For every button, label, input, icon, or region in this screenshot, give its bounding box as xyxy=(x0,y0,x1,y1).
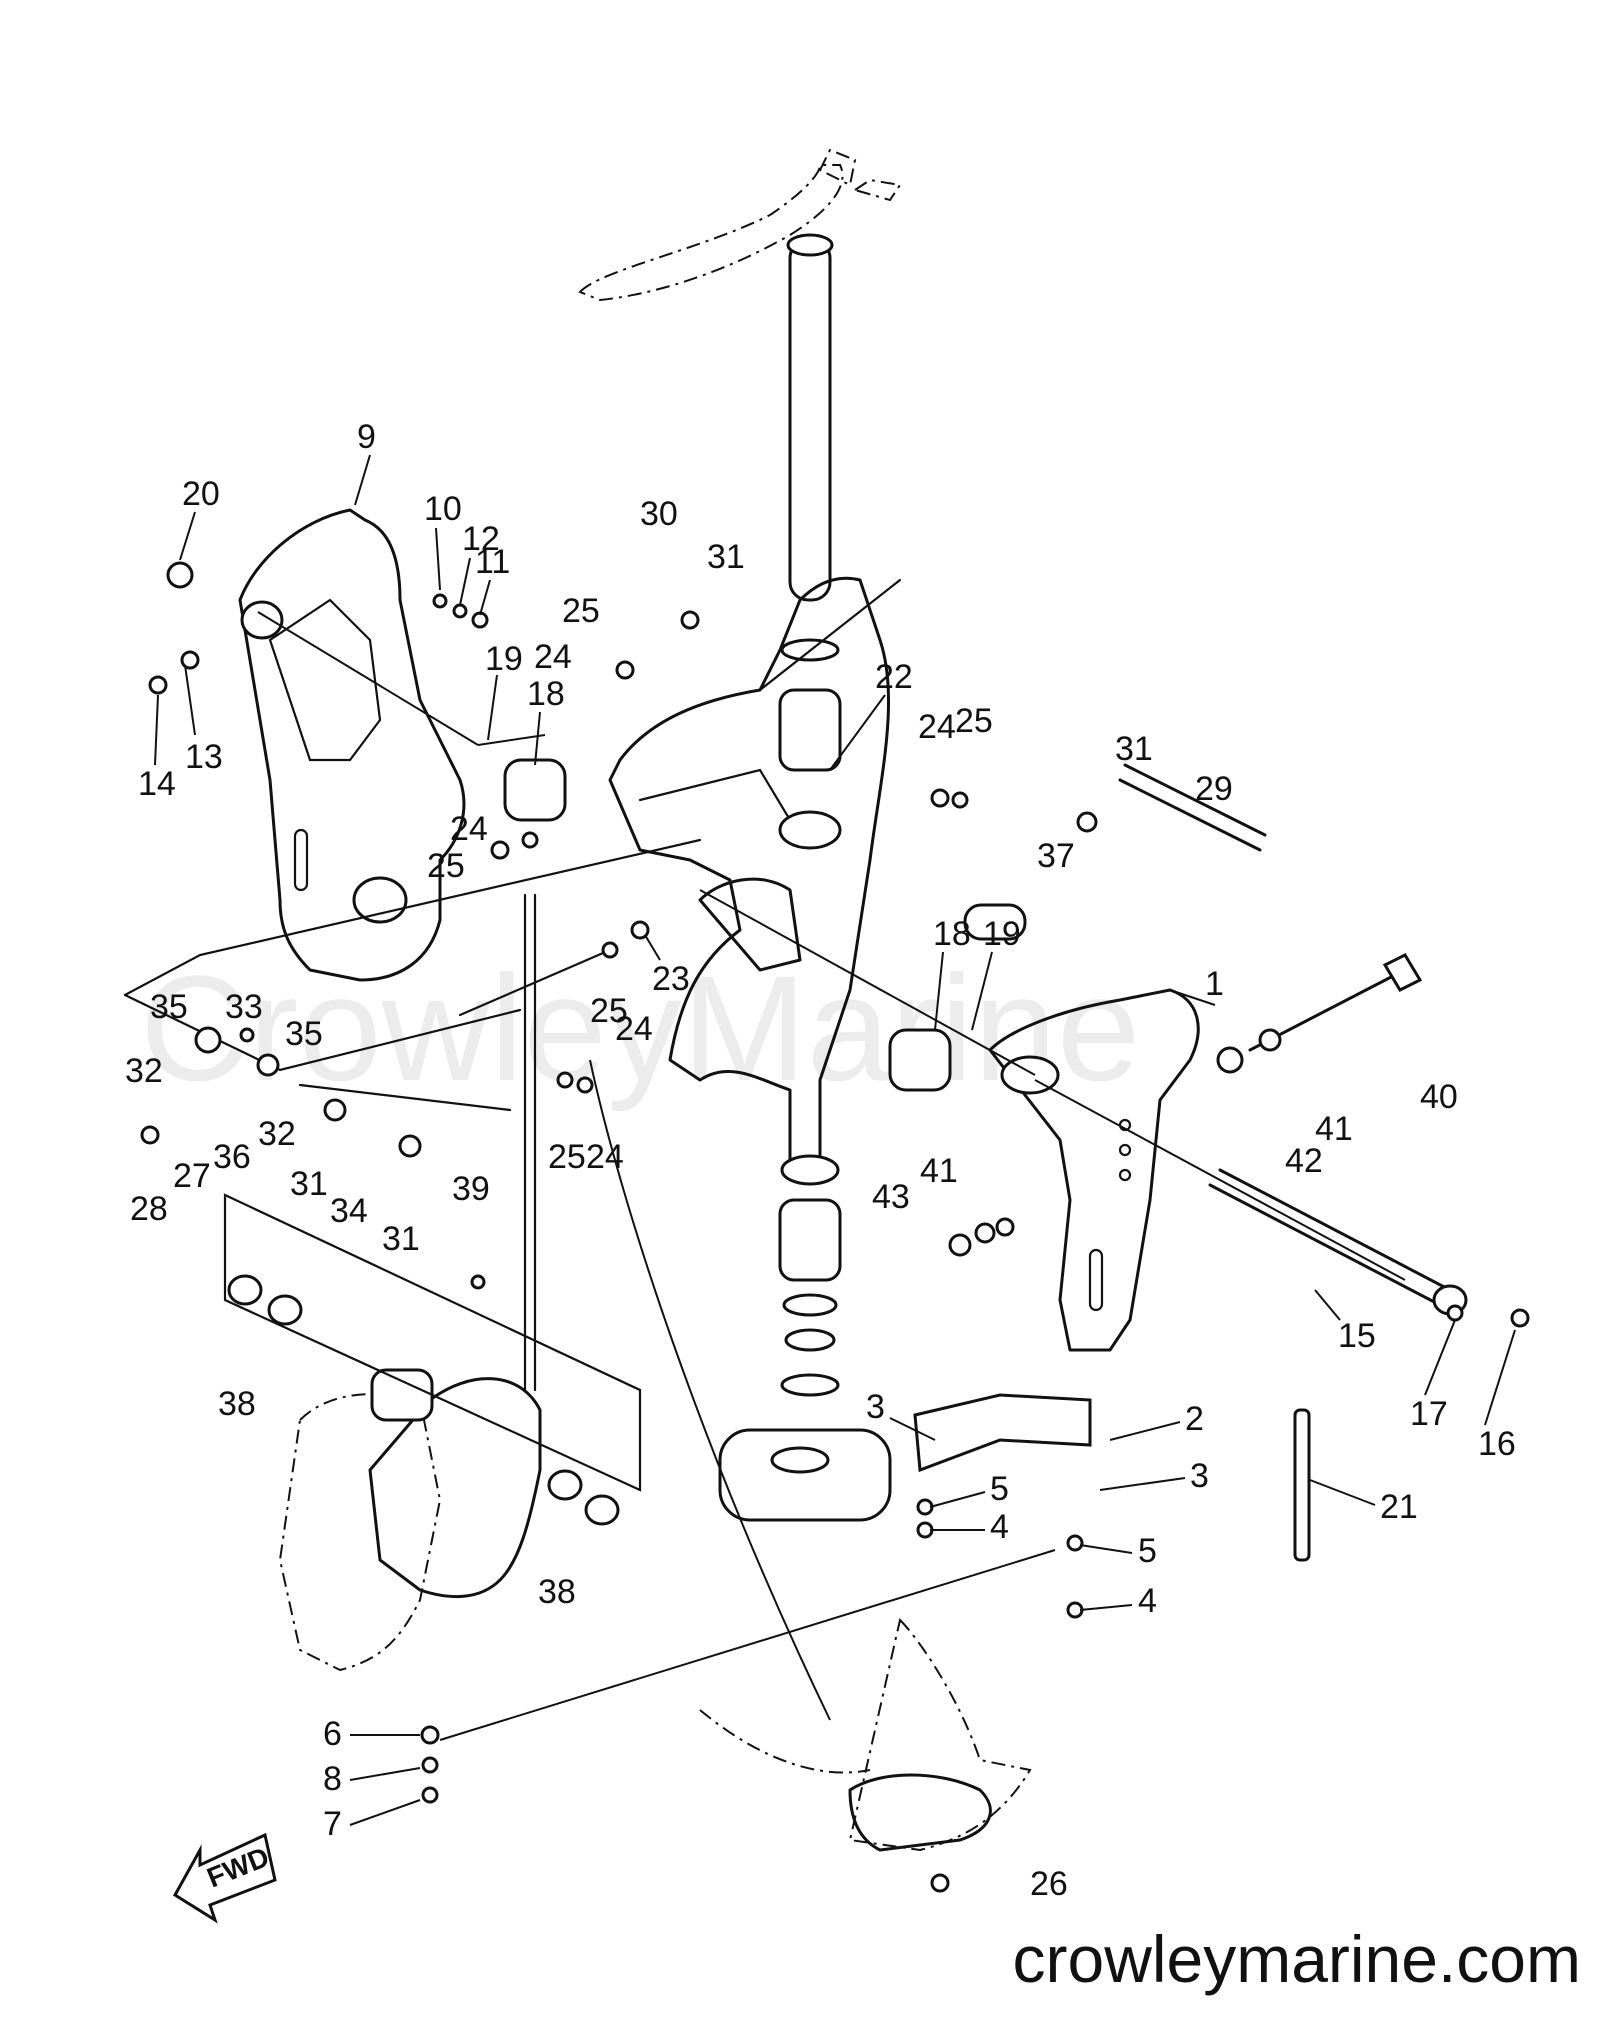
callout-24b: 24 xyxy=(918,708,956,746)
callout-19b: 19 xyxy=(983,915,1021,953)
callout-2: 2 xyxy=(1185,1400,1204,1438)
callout-36: 36 xyxy=(213,1138,251,1176)
callout-24e: 24 xyxy=(586,1138,624,1176)
fasteners xyxy=(140,561,1530,1893)
callout-3: 3 xyxy=(866,1388,885,1426)
upper-mount xyxy=(227,1274,620,1672)
callout-38b: 38 xyxy=(538,1573,576,1611)
tilt-tube xyxy=(1208,1168,1468,1316)
callout-15: 15 xyxy=(1338,1317,1376,1355)
steering-handle xyxy=(578,148,902,602)
callout-1: 1 xyxy=(1205,965,1224,1003)
callout-7: 7 xyxy=(323,1805,342,1843)
callout-27: 27 xyxy=(173,1157,211,1195)
callout-leaders xyxy=(154,454,1516,1826)
callout-41b: 41 xyxy=(920,1152,958,1190)
callout-6: 6 xyxy=(323,1715,342,1753)
callout-24c: 24 xyxy=(450,810,488,848)
callout-31b: 31 xyxy=(1115,730,1153,768)
callout-25e: 25 xyxy=(548,1138,586,1176)
callout-41: 41 xyxy=(1315,1110,1353,1148)
callout-33: 33 xyxy=(225,988,263,1026)
lower-mount xyxy=(699,1618,1032,1852)
callout-25: 25 xyxy=(562,592,600,630)
callout-43: 43 xyxy=(872,1178,910,1216)
callout-3b: 3 xyxy=(1190,1457,1209,1495)
callout-16: 16 xyxy=(1478,1425,1516,1463)
callout-25c: 25 xyxy=(427,847,465,885)
callout-13: 13 xyxy=(185,738,223,776)
callout-4b: 4 xyxy=(1138,1582,1157,1620)
callout-23: 23 xyxy=(652,960,690,998)
callout-25b: 25 xyxy=(955,702,993,740)
callout-31: 31 xyxy=(707,538,745,576)
callout-14: 14 xyxy=(138,765,176,803)
callout-38: 38 xyxy=(218,1385,256,1423)
callout-35: 35 xyxy=(150,988,188,1026)
callout-32: 32 xyxy=(125,1052,163,1090)
reference-boxes xyxy=(123,578,902,1492)
callout-18: 18 xyxy=(527,675,565,713)
callout-32b: 32 xyxy=(258,1115,296,1153)
callout-42: 42 xyxy=(1285,1142,1323,1180)
callout-29: 29 xyxy=(1195,770,1233,808)
callout-34: 34 xyxy=(330,1192,368,1230)
callouts: 1 2 3 3 4 4 5 5 6 7 8 9 10 11 12 13 14 1… xyxy=(125,418,1516,1903)
callout-11: 11 xyxy=(475,543,510,581)
callout-28: 28 xyxy=(130,1190,168,1228)
callout-31c: 31 xyxy=(290,1165,328,1203)
callout-20: 20 xyxy=(182,475,220,513)
callout-31d: 31 xyxy=(382,1220,420,1258)
callout-25d: 25 xyxy=(590,992,628,1030)
callout-5b: 5 xyxy=(1138,1532,1157,1570)
bolt-40 xyxy=(1216,953,1423,1074)
callout-21: 21 xyxy=(1380,1488,1418,1526)
clamp-bracket-left xyxy=(238,508,466,982)
callout-30: 30 xyxy=(640,495,678,533)
footer-site: crowleymarine.com xyxy=(1012,1922,1581,1996)
callout-26: 26 xyxy=(1030,1865,1068,1903)
callout-19: 19 xyxy=(485,640,523,678)
callout-24: 24 xyxy=(534,638,572,676)
connector-lines xyxy=(257,611,1406,1741)
callout-10: 10 xyxy=(424,490,462,528)
callout-8: 8 xyxy=(323,1760,342,1798)
callout-4: 4 xyxy=(990,1508,1009,1546)
callout-37: 37 xyxy=(1037,837,1075,875)
callout-40: 40 xyxy=(1420,1078,1458,1116)
callout-22: 22 xyxy=(875,658,913,696)
callout-17: 17 xyxy=(1410,1395,1448,1433)
swivel-bracket xyxy=(608,576,891,1186)
callout-24d: 24 xyxy=(615,1010,653,1048)
callout-39: 39 xyxy=(452,1170,490,1208)
watermark: CrowleyMarine xyxy=(140,944,1140,1112)
callout-35b: 35 xyxy=(285,1015,323,1053)
callout-12: 12 xyxy=(462,520,500,558)
callout-18b: 18 xyxy=(933,915,971,953)
callout-5: 5 xyxy=(990,1470,1009,1508)
callout-9: 9 xyxy=(357,418,376,456)
fwd-arrow-icon: FWD xyxy=(172,1832,277,1924)
mount-parts xyxy=(503,638,1267,1522)
